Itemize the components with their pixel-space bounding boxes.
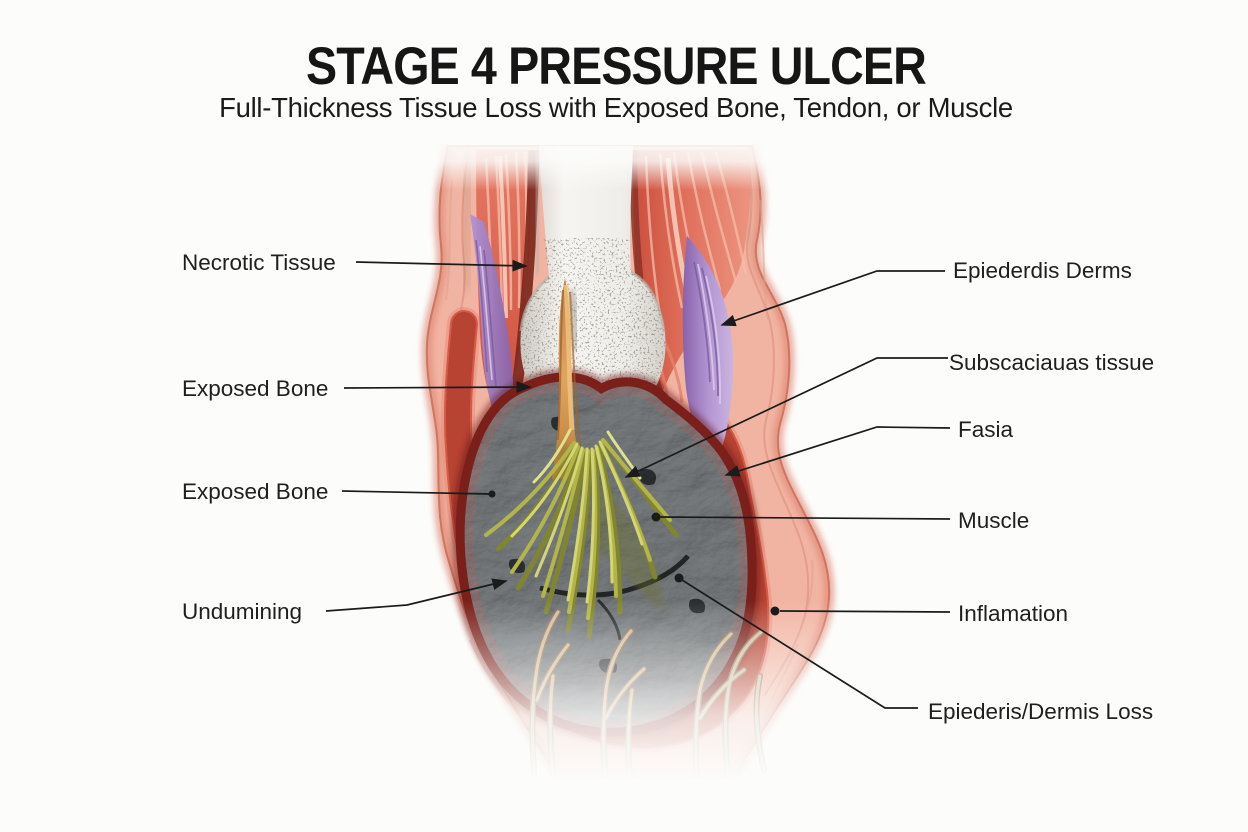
label-epiederdis-derms: Epiederdis Derms bbox=[953, 258, 1132, 283]
leader-exposed-bone-2 bbox=[341, 490, 491, 495]
label-muscle: Muscle bbox=[958, 508, 1030, 533]
label-exposed-bone-2: Exposed Bone bbox=[182, 479, 329, 504]
leader-epiederdis-derms bbox=[720, 270, 945, 327]
leader-necrotic-tissue bbox=[355, 259, 528, 272]
leader-fasia bbox=[724, 426, 951, 477]
label-epiederis-dermis-loss: Epiederis/Dermis Loss bbox=[928, 699, 1154, 724]
bottom-fade bbox=[360, 600, 900, 832]
leader-lines bbox=[325, 259, 951, 709]
label-undumining: Undumining bbox=[182, 599, 303, 624]
top-fade bbox=[360, 126, 900, 190]
leader-subscaciauas-tissue bbox=[624, 357, 948, 478]
label-inflamation: Inflamation bbox=[958, 601, 1069, 626]
leader-exposed-bone-1 bbox=[343, 381, 532, 394]
tendon bbox=[552, 278, 594, 479]
label-fasia: Fasia bbox=[958, 417, 1014, 442]
label-necrotic-tissue: Necrotic Tissue bbox=[182, 250, 336, 275]
label-exposed-bone-1: Exposed Bone bbox=[182, 376, 329, 401]
page-title: STAGE 4 PRESSURE ULCER bbox=[306, 37, 927, 96]
slough-fibers bbox=[484, 428, 679, 639]
leader-inflamation bbox=[779, 610, 951, 613]
leader-epiederis-dermis-loss bbox=[681, 579, 918, 709]
leader-muscle bbox=[659, 516, 951, 520]
label-subscaciauas-tissue: Subscaciauas tissue bbox=[949, 350, 1155, 375]
leader-undumining bbox=[325, 578, 508, 612]
page-subtitle: Full-Thickness Tissue Loss with Exposed … bbox=[219, 92, 1013, 123]
